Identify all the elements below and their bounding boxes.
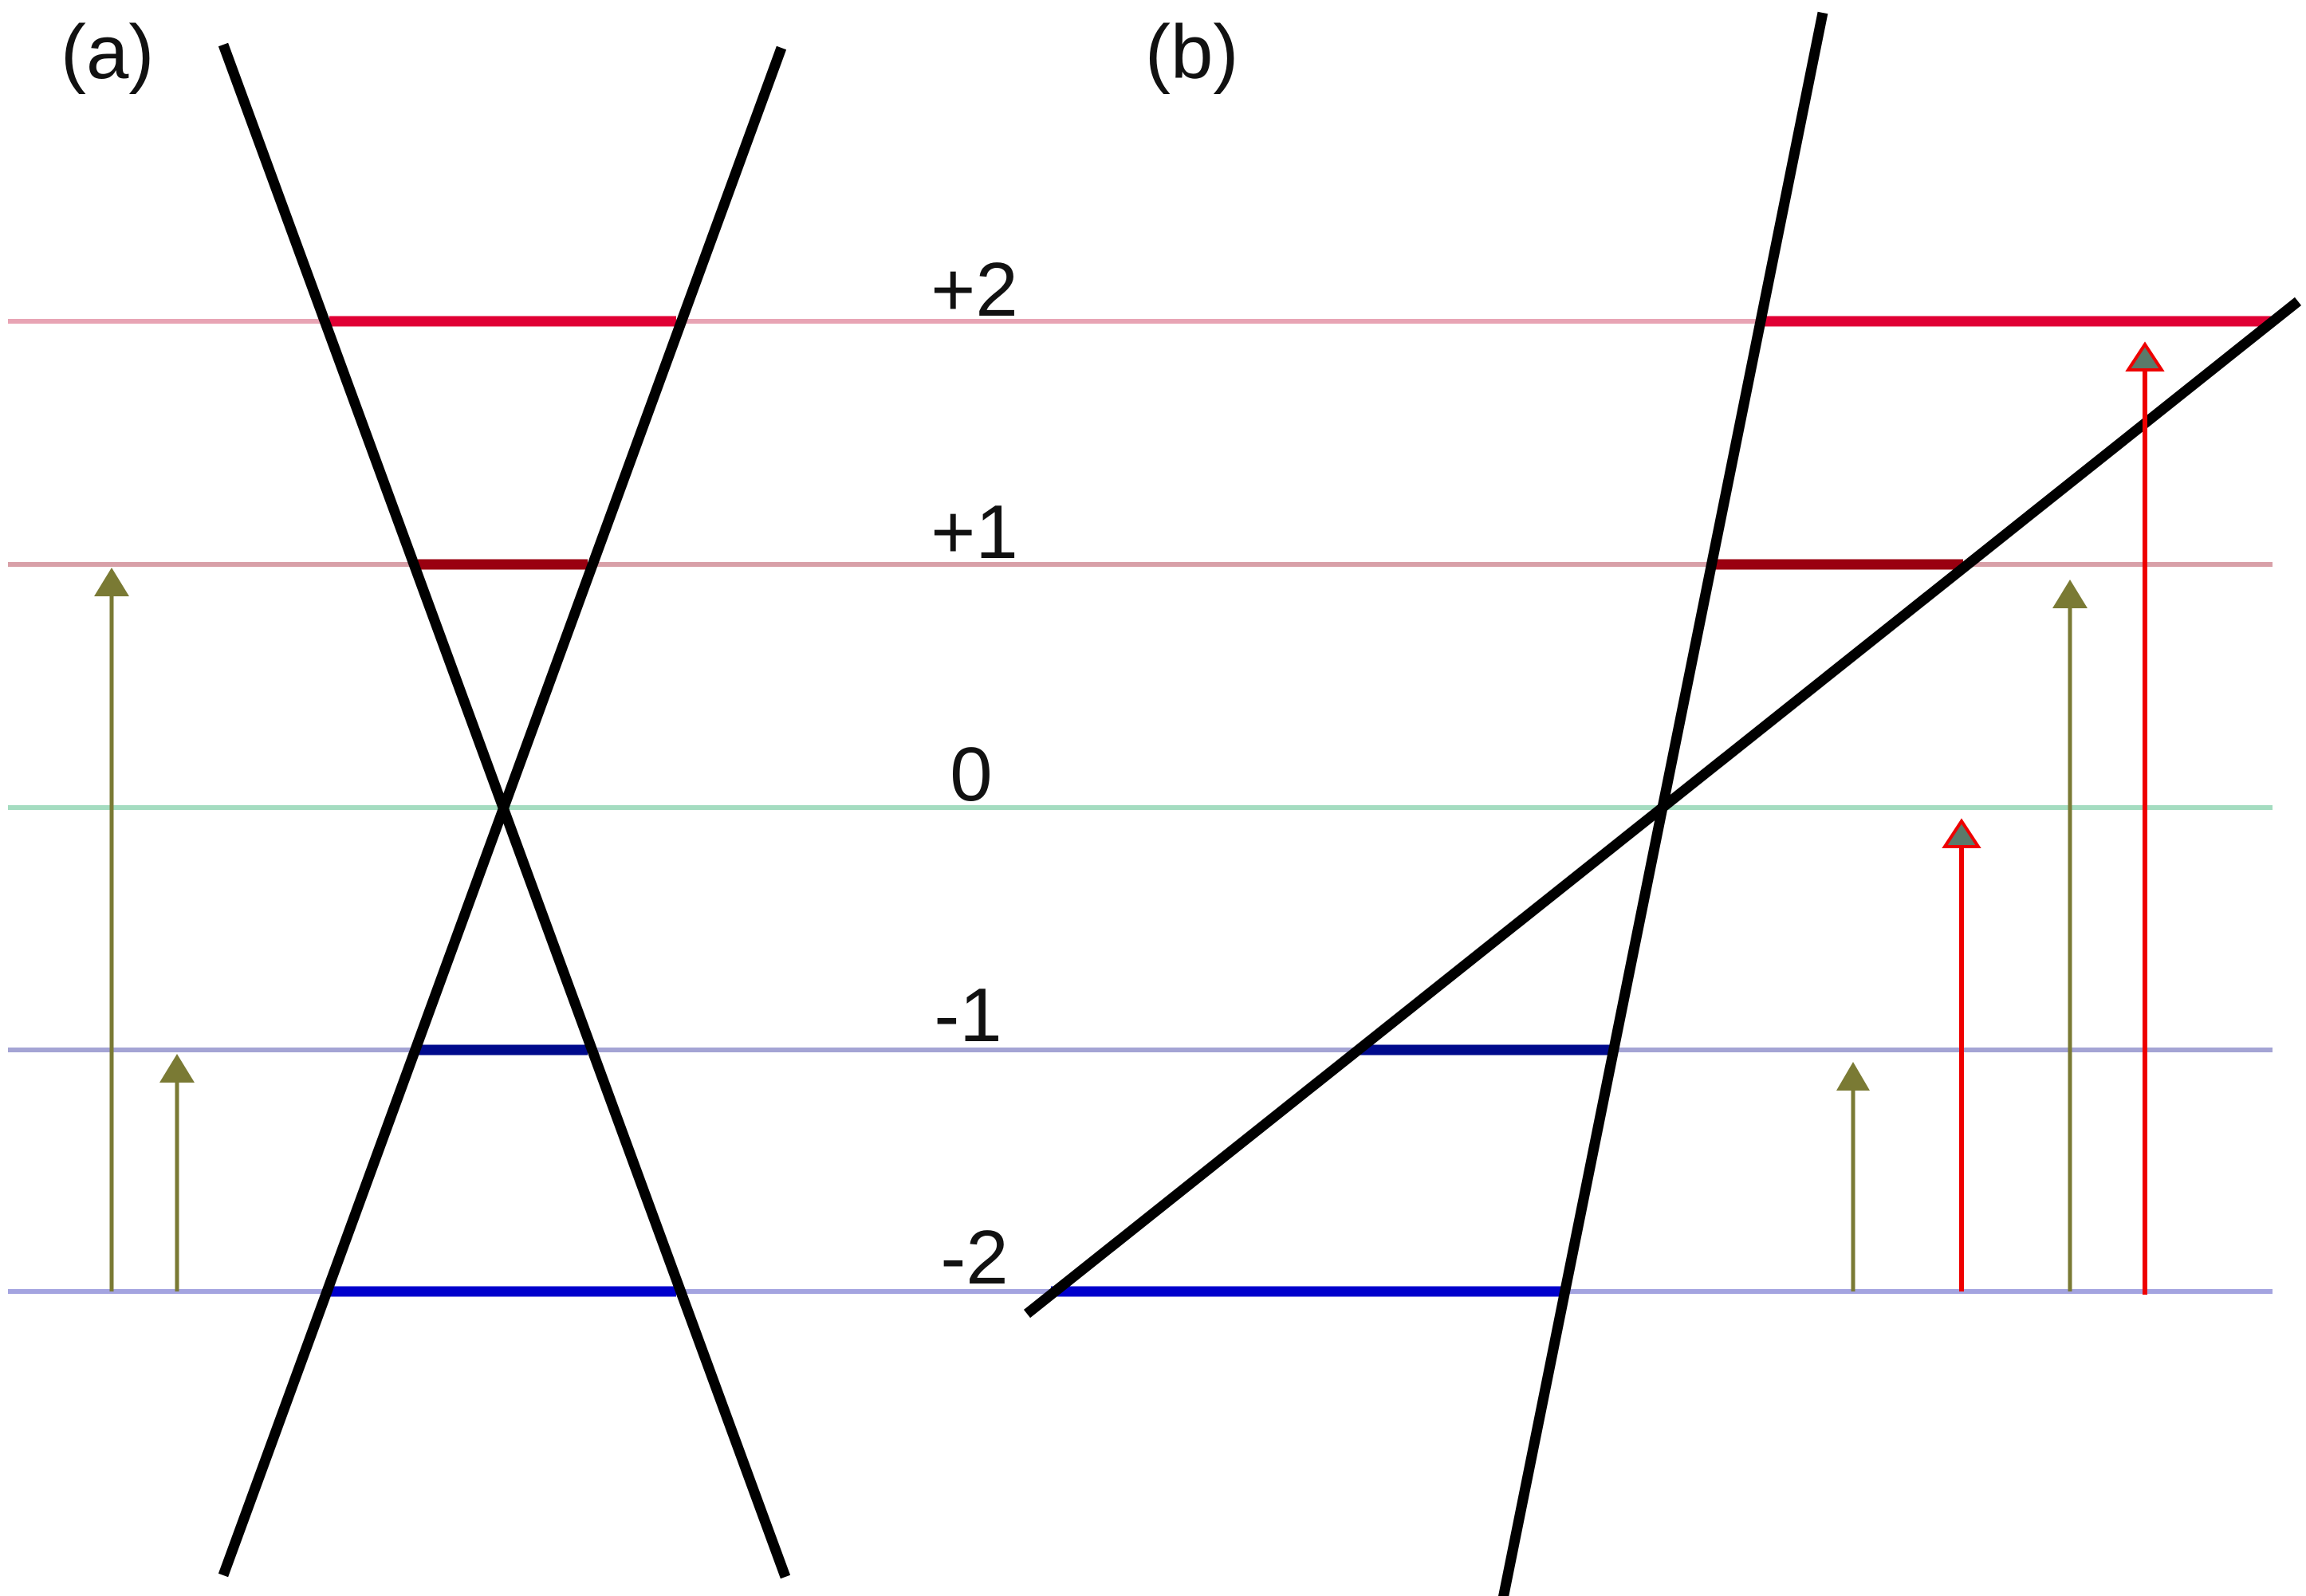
- panel-b-crossing-lines: [1023, 11, 2302, 1596]
- panel-a-segments: [329, 316, 676, 1297]
- panel-b-arrows: [1836, 341, 2165, 1295]
- panel-b-arrow-head-3: [2052, 580, 2088, 608]
- level-lines: [8, 319, 2273, 1294]
- panel-a-crossing-lines: [218, 42, 791, 1579]
- level-label-plus2: +2: [931, 247, 1017, 332]
- level-label-plus1: +1: [931, 489, 1017, 575]
- panel-a-arrow-head-2: [159, 1054, 195, 1083]
- panel-label-a: (a): [61, 10, 154, 95]
- level-label-minus2: -2: [940, 1215, 1008, 1300]
- panel-a-line-ascending: [218, 45, 787, 1578]
- panel-label-b: (b): [1145, 10, 1238, 95]
- panel-b-line-shallow: [1023, 297, 2302, 1319]
- panel-b-arrow-head-2: [1942, 818, 1981, 848]
- panel-b-segments: [1051, 316, 2273, 1297]
- panel-a-arrow-head-1: [94, 568, 129, 596]
- panel-b-arrow-head-1: [1836, 1062, 1870, 1091]
- panel-b-arrow-head-4: [2125, 341, 2165, 371]
- panel-a-arrows: [94, 568, 195, 1291]
- level-label-minus1: -1: [934, 973, 1001, 1058]
- level-labels: +2 +1 0 -1 -2: [931, 247, 1017, 1300]
- level-label-zero: 0: [950, 732, 992, 817]
